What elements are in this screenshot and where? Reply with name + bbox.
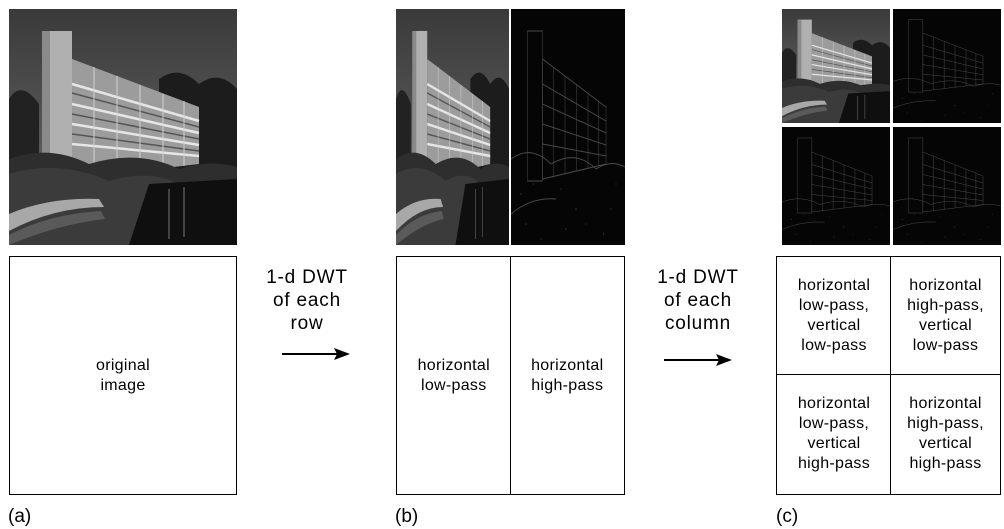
row-dwt-step-label: 1-d DWT of each row: [240, 266, 374, 335]
caption-c: (c): [776, 506, 799, 527]
ll-subband-label: horizontal low-pass, vertical low-pass: [797, 277, 871, 354]
horizontal-lowpass-label: horizontal low-pass: [417, 356, 490, 394]
hh-subband-label: horizontal high-pass, vertical high-pass: [907, 395, 984, 472]
lh-subband-photo: [782, 127, 890, 245]
highpass-half-photo: [511, 9, 625, 245]
column-dwt-line-3: column: [664, 313, 732, 334]
subband-box: horizontal low-pass, vertical low-pass h…: [776, 256, 1001, 495]
column-dwt-line-2: of each: [664, 290, 732, 311]
original-image-photo: [9, 9, 237, 245]
original-image-label: original image: [96, 356, 150, 394]
hh-subband-photo: [893, 127, 1001, 245]
row-dwt-line-2: of each: [273, 290, 341, 311]
lh-subband-label: horizontal low-pass, vertical high-pass: [797, 395, 871, 472]
ll-subband-photo: [782, 9, 890, 123]
column-dwt-step-label: 1-d DWT of each column: [628, 266, 768, 335]
hl-subband-label: horizontal high-pass, vertical low-pass: [907, 277, 984, 354]
row-transform-box: horizontal low-pass horizontal high-pass: [396, 256, 625, 495]
horizontal-highpass-label: horizontal high-pass: [531, 356, 604, 394]
row-dwt-line-3: row: [290, 313, 324, 334]
original-image-box: original image: [9, 256, 237, 495]
caption-a: (a): [8, 506, 32, 527]
subband-horizontal-divider: [777, 374, 1000, 375]
subband-vertical-divider: [890, 257, 891, 494]
row-dwt-arrow: [282, 348, 350, 360]
hl-subband-photo: [893, 9, 1001, 123]
caption-b: (b): [395, 506, 419, 527]
column-dwt-line-1: 1-d DWT: [657, 267, 739, 288]
row-box-divider: [510, 257, 511, 494]
row-dwt-line-1: 1-d DWT: [266, 267, 348, 288]
lowpass-half-photo: [396, 9, 509, 245]
column-dwt-arrow: [664, 354, 732, 366]
